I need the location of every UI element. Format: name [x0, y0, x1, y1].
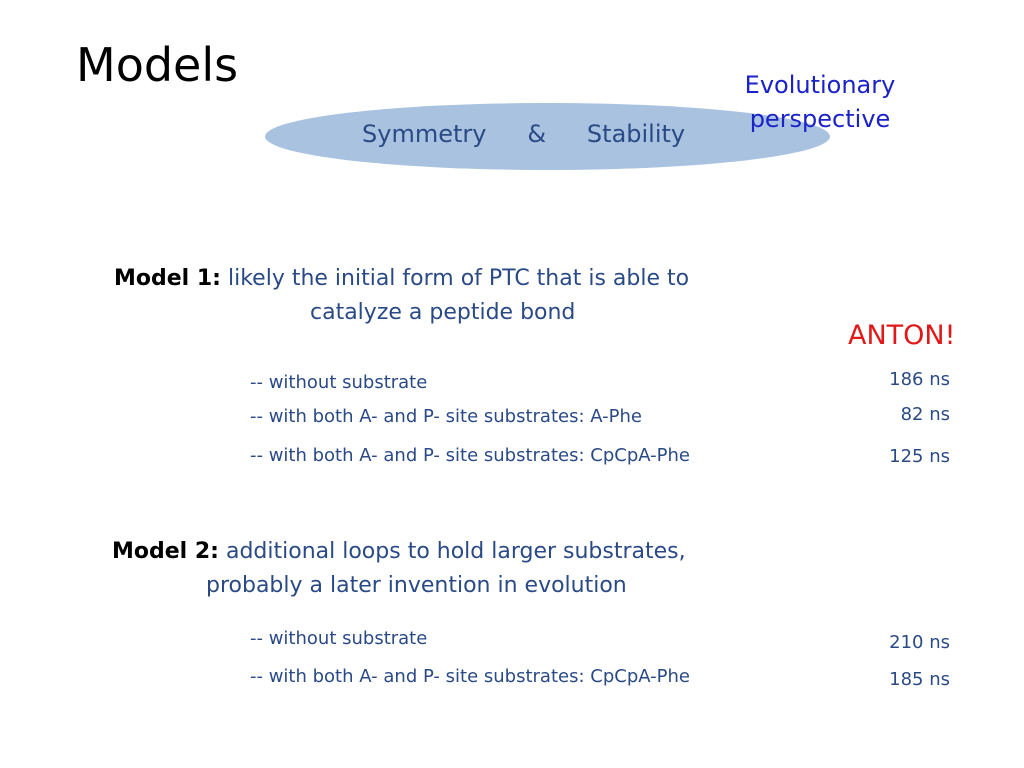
- model1-heading: Model 1: likely the initial form of PTC …: [114, 262, 689, 295]
- model1-row-time: 82 ns: [900, 404, 950, 425]
- model2-desc-line1: additional loops to hold larger substrat…: [225, 539, 686, 564]
- model2-heading: Model 2: additional loops to hold larger…: [112, 535, 686, 568]
- model1-desc-line2: catalyze a peptide bond: [310, 300, 576, 325]
- model1-row-time: 125 ns: [889, 446, 950, 467]
- model1-label: Model 1:: [114, 266, 221, 291]
- model1-row-time: 186 ns: [889, 369, 950, 390]
- model1-row-text: -- without substrate: [250, 372, 428, 393]
- model2-row-time: 210 ns: [889, 632, 950, 653]
- symmetry-stability-oval: [265, 103, 830, 170]
- model2-row-text: -- without substrate: [250, 628, 428, 649]
- slide-title: Models: [76, 38, 239, 92]
- model1-desc-line1: likely the initial form of PTC that is a…: [227, 266, 690, 291]
- model2-label: Model 2:: [112, 539, 219, 564]
- model2-row-time: 185 ns: [889, 669, 950, 690]
- oval-text: Symmetry & Stability: [362, 120, 686, 148]
- model2-desc-line2: probably a later invention in evolution: [206, 573, 627, 598]
- model1-row-text: -- with both A- and P- site substrates: …: [250, 406, 643, 427]
- anton-label: ANTON!: [848, 320, 956, 351]
- evolutionary-perspective-label: Evolutionary perspective: [744, 71, 896, 133]
- model1-row-text: -- with both A- and P- site substrates: …: [250, 445, 690, 466]
- model2-row-text: -- with both A- and P- site substrates: …: [250, 666, 690, 687]
